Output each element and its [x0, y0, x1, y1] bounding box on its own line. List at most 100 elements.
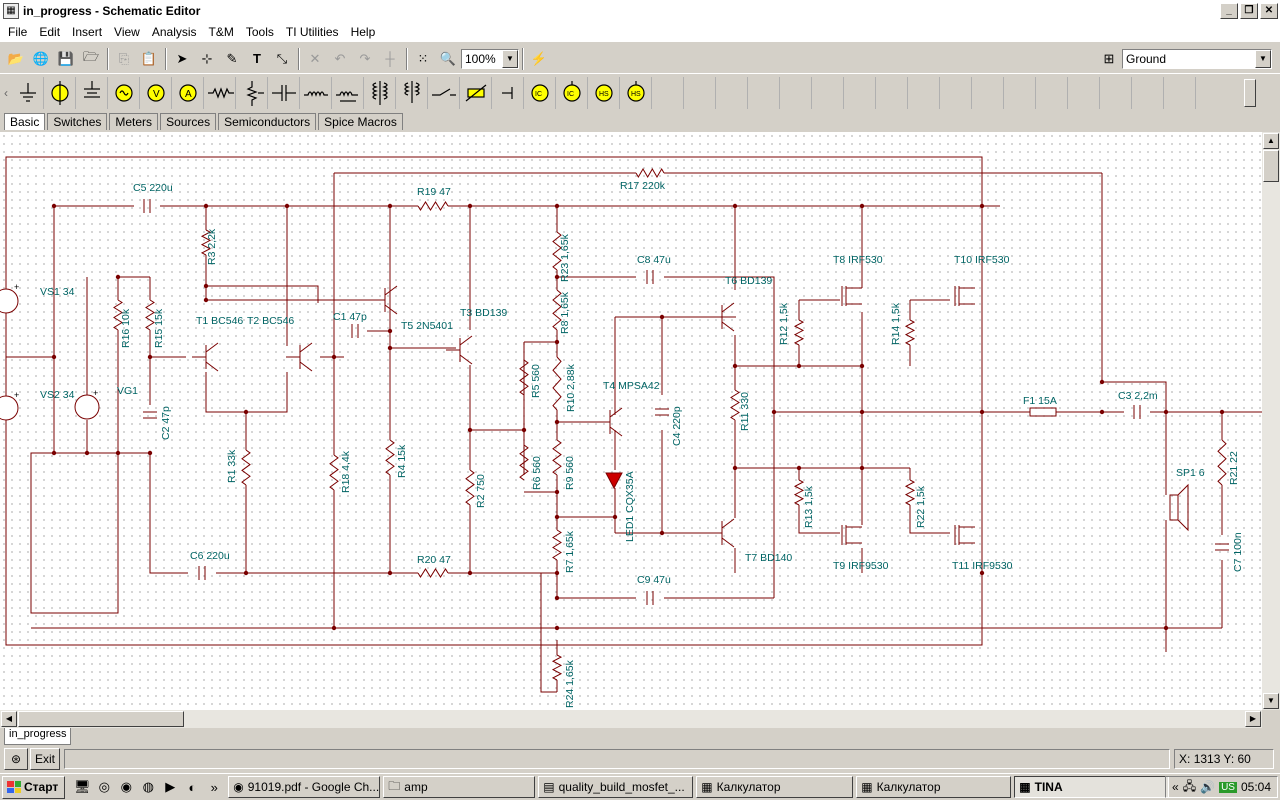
junction-dot[interactable] [467, 427, 473, 433]
node-tool-icon[interactable]: ⊞ [1103, 50, 1115, 66]
source-symbol[interactable] [74, 394, 100, 420]
junction-dot[interactable] [859, 465, 865, 471]
junction-dot[interactable] [1163, 409, 1169, 415]
resistor[interactable] [552, 356, 562, 411]
schematic-frame[interactable] [30, 452, 119, 614]
battery-icon[interactable] [44, 77, 76, 109]
horizontal-scrollbar[interactable]: ◀ ▶ [0, 710, 1262, 728]
junction-dot[interactable] [1219, 409, 1225, 415]
blank-icon[interactable] [1164, 77, 1196, 109]
minimize-button[interactable]: _ [1220, 3, 1238, 19]
junction-dot[interactable] [243, 570, 249, 576]
copy-icon[interactable]: ⎘ [118, 50, 130, 66]
transformer2-icon[interactable] [396, 77, 428, 109]
junction-dot[interactable] [979, 203, 985, 209]
transistor[interactable] [609, 407, 623, 418]
wire[interactable] [798, 505, 840, 534]
ground-icon[interactable] [12, 77, 44, 109]
resistor[interactable] [552, 231, 562, 271]
menu-help[interactable]: Help [350, 25, 376, 39]
task-pdf[interactable]: ◉91019.pdf - Google Ch... [228, 776, 381, 798]
undo-icon[interactable]: ↶ [334, 50, 346, 66]
task-folder[interactable]: 🗀amp [383, 776, 536, 798]
transistor[interactable] [384, 285, 398, 296]
capacitor-icon[interactable] [268, 77, 300, 109]
variable-inductor-icon[interactable] [332, 77, 364, 109]
junction-dot[interactable] [1163, 625, 1169, 631]
junction-dot[interactable] [612, 514, 618, 520]
junction-dot[interactable] [467, 570, 473, 576]
transistor[interactable] [384, 304, 398, 315]
network-icon[interactable]: 🖧 [1182, 778, 1197, 793]
junction-dot[interactable] [659, 314, 665, 320]
vertical-scrollbar[interactable]: ▲ ▼ [1262, 132, 1280, 710]
start-button[interactable]: Старт [2, 775, 66, 799]
resistor[interactable] [417, 568, 449, 578]
wire[interactable] [909, 505, 950, 534]
media-player-icon[interactable]: ▶ [165, 779, 176, 794]
junction-dot[interactable] [859, 203, 865, 209]
wire-tool-icon[interactable]: ⊹ [201, 50, 213, 66]
voltmeter-icon[interactable]: V [140, 77, 172, 109]
chrome-icon[interactable]: ◎ [98, 779, 110, 794]
wire[interactable] [540, 573, 557, 693]
menu-insert[interactable]: Insert [72, 25, 103, 39]
wire[interactable] [205, 372, 288, 413]
open-icon[interactable]: 📂 [7, 50, 25, 66]
menu-ti-utilities[interactable]: TI Utilities [285, 25, 339, 39]
volume-icon[interactable]: 🔊 [1200, 780, 1216, 794]
blank-icon[interactable] [908, 77, 940, 109]
transistor[interactable] [609, 426, 623, 437]
wire[interactable] [1102, 381, 1167, 495]
source-symbol[interactable] [0, 395, 19, 421]
resistor[interactable] [904, 479, 916, 506]
app-icon[interactable]: ▦ [3, 3, 19, 19]
transistor[interactable] [459, 354, 473, 365]
source-symbol[interactable] [0, 288, 19, 314]
zoom-icon[interactable]: 🔍 [439, 50, 457, 66]
restore-button[interactable]: ❐ [1240, 3, 1258, 19]
label-tool-icon[interactable]: ⤡ [276, 50, 288, 66]
junction-dot[interactable] [859, 363, 865, 369]
transistor[interactable] [299, 361, 313, 372]
menu-tm[interactable]: T&M [208, 25, 234, 39]
hs-icon[interactable]: HS [588, 77, 620, 109]
blank-icon[interactable] [1004, 77, 1036, 109]
junction-dot[interactable] [732, 465, 738, 471]
blank-icon[interactable] [748, 77, 780, 109]
resistor[interactable] [113, 299, 123, 331]
transistor[interactable] [299, 342, 313, 353]
tab-semiconductors[interactable]: Semiconductors [218, 113, 317, 130]
overflow-chevron-icon[interactable]: » [210, 779, 218, 795]
junction-dot[interactable] [554, 274, 560, 280]
switch-icon[interactable] [428, 77, 460, 109]
tray-expand-icon[interactable]: « [1172, 780, 1179, 794]
node-select[interactable]: Ground ▼ [1122, 48, 1272, 69]
transistor[interactable] [205, 361, 219, 372]
ic-source-icon[interactable]: IC [524, 77, 556, 109]
junction-dot[interactable] [84, 450, 90, 456]
junction-dot[interactable] [51, 450, 57, 456]
menu-view[interactable]: View [114, 25, 140, 39]
junction-dot[interactable] [554, 570, 560, 576]
zoom-select[interactable]: 100% ▼ [461, 48, 519, 69]
document-tab[interactable]: in_progress [4, 728, 72, 745]
tab-meters[interactable]: Meters [109, 113, 159, 130]
scroll-down-icon[interactable]: ▼ [1263, 693, 1279, 709]
chevron-down-icon[interactable]: ▼ [502, 49, 518, 68]
junction-dot[interactable] [1099, 409, 1105, 415]
resistor[interactable] [329, 454, 339, 491]
open-folder-icon[interactable]: 🗁 [82, 48, 100, 64]
junction-dot[interactable] [796, 363, 802, 369]
junction-dot[interactable] [554, 595, 560, 601]
pointer-icon[interactable]: ➤ [176, 50, 188, 66]
junction-dot[interactable] [331, 625, 337, 631]
blank-icon[interactable] [716, 77, 748, 109]
junction-dot[interactable] [796, 465, 802, 471]
ic-source2-icon[interactable]: IC [556, 77, 588, 109]
blank-icon[interactable] [876, 77, 908, 109]
resistor[interactable] [417, 201, 449, 211]
transistor[interactable] [459, 335, 473, 346]
blank-icon[interactable] [972, 77, 1004, 109]
